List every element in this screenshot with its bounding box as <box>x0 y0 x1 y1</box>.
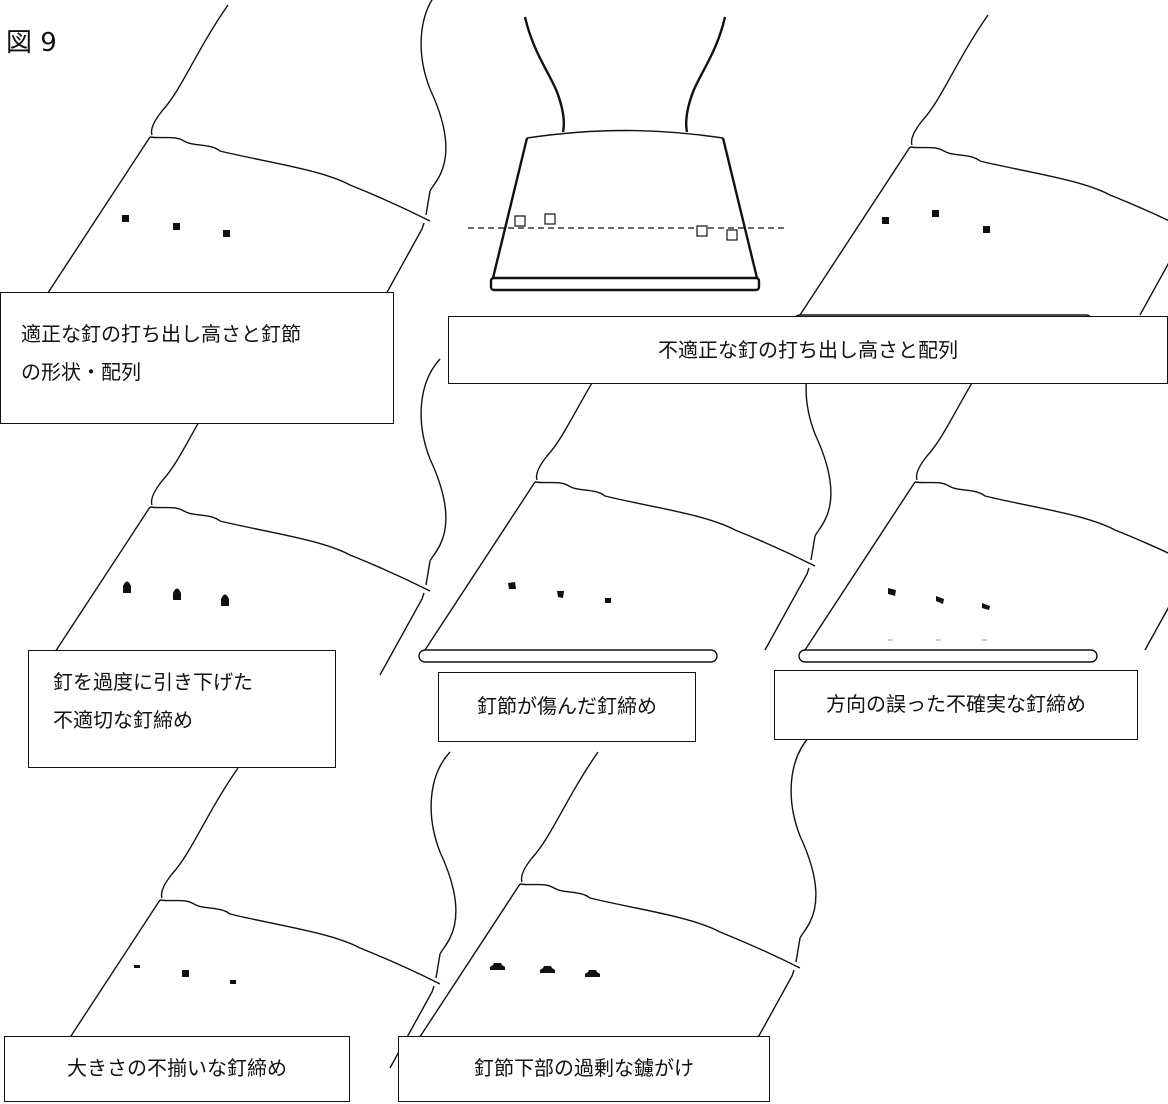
nail-clinch <box>123 581 131 593</box>
hoof-outline <box>43 751 457 1081</box>
nail-clinch <box>173 588 181 600</box>
nail-clinch <box>122 215 129 222</box>
caption-line: の形状・配列 <box>21 360 141 384</box>
nail-clinch <box>585 970 600 977</box>
caption-uneven-size: 大きさの不揃いな釘締め <box>4 1036 350 1102</box>
caption-line: 不適正な釘の打ち出し高さと配列 <box>658 338 958 362</box>
hoof-panel-overfiled <box>403 735 817 1065</box>
caption-damaged: 釘節が傷んだ釘締め <box>438 672 696 742</box>
nail-clinch <box>230 980 236 984</box>
nail-clinch <box>544 213 556 225</box>
nail-clinch <box>490 963 505 970</box>
nail-clinch <box>223 230 230 237</box>
nail-clinch <box>221 594 229 606</box>
caption-line: 大きさの不揃いな釘締め <box>67 1056 287 1080</box>
caption-line: 不適切な釘締め <box>53 708 193 732</box>
caption-proper: 適正な釘の打ち出し高さと釘節 の形状・配列 <box>0 292 394 424</box>
hoof-front-outline <box>489 15 761 292</box>
hoof-panel-wrong-direction <box>798 333 1168 663</box>
caption-line: 釘を過度に引き下げた <box>53 670 253 694</box>
nail-clinch <box>508 582 516 589</box>
nail-clinch <box>557 591 564 598</box>
nail-clinch <box>540 966 555 973</box>
hoof-outline <box>403 735 817 1065</box>
caption-line: 適正な釘の打ち出し高さと釘節 <box>21 322 301 346</box>
caption-overdrawn: 釘を過度に引き下げた 不適切な釘締め <box>28 650 336 768</box>
caption-overfiled: 釘節下部の過剰な鑢がけ <box>398 1036 770 1102</box>
nail-clinch <box>983 226 990 233</box>
hoof-outline <box>793 0 1168 328</box>
nail-clinch <box>514 215 526 227</box>
nail-clinch <box>696 225 708 237</box>
nail-clinch <box>134 965 140 968</box>
hoof-panel-overdrawn <box>33 358 447 688</box>
caption-improper-height: 不適正な釘の打ち出し高さと配列 <box>448 316 1168 384</box>
caption-wrong-direction: 方向の誤った不確実な釘締め <box>774 670 1138 740</box>
nail-clinch <box>605 598 611 603</box>
nail-clinch <box>182 970 189 977</box>
nail-clinch <box>932 210 939 217</box>
caption-line: 釘節下部の過剰な鑢がけ <box>474 1056 694 1080</box>
hoof-panel-proper <box>33 0 447 318</box>
hoof-panel-front-view <box>468 15 788 292</box>
nail-clinch <box>888 588 896 596</box>
figure-number: 図 9 <box>6 28 57 58</box>
nail-clinch <box>726 229 738 241</box>
hoof-panel-improper-height <box>793 0 1168 328</box>
caption-line: 釘節が傷んだ釘締め <box>477 694 657 718</box>
nail-clinch <box>173 223 180 230</box>
nail-clinch <box>882 217 889 224</box>
nail-clinch <box>982 603 990 610</box>
hoof-outline <box>33 0 447 318</box>
caption-line: 方向の誤った不確実な釘締め <box>826 692 1086 716</box>
hoof-panel-damaged <box>418 333 832 663</box>
hoof-panel-uneven-size <box>43 751 457 1081</box>
nail-clinch <box>936 596 944 604</box>
